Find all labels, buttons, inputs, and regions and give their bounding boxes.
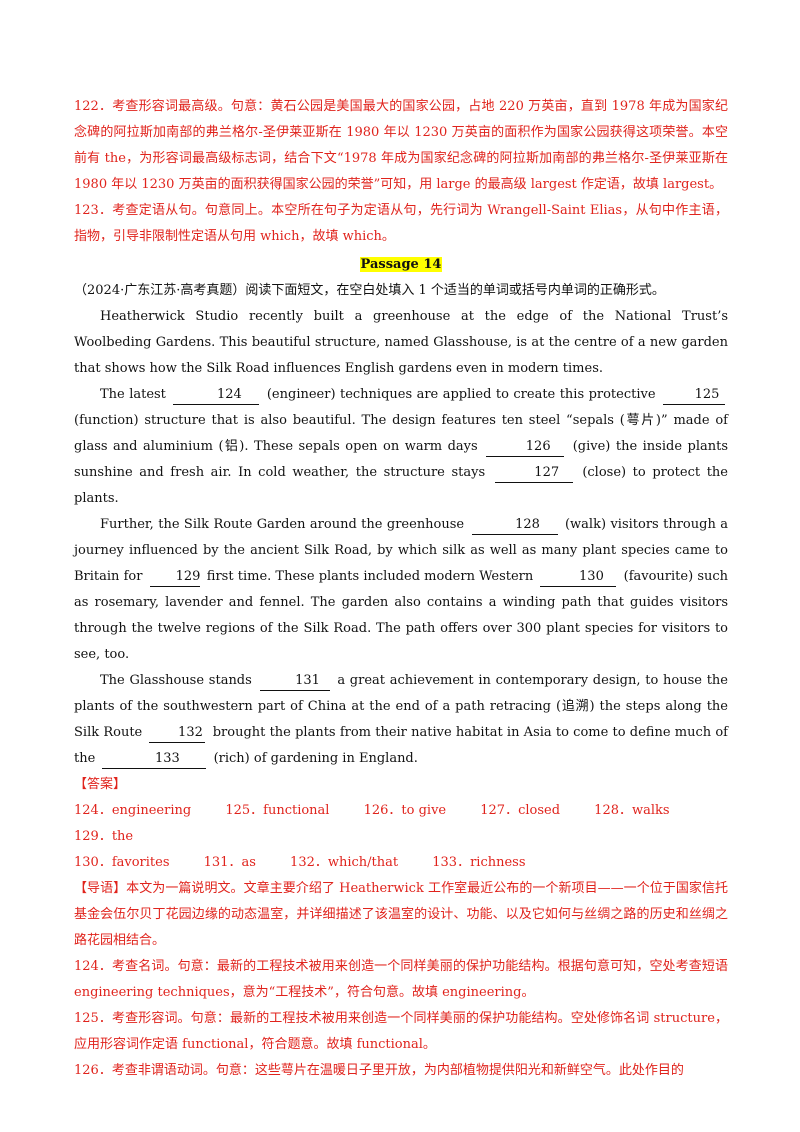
blank-131: 131: [259, 672, 330, 691]
answers-row-2: 130．favorites 131．as 132．which/that 133．…: [74, 850, 728, 876]
passage-title-text: Passage 14: [359, 257, 443, 272]
blank-124: 124: [173, 386, 260, 405]
text-segment: (rich) of gardening in England.: [213, 751, 418, 766]
text-segment: (function) structure that is also beauti…: [74, 413, 728, 454]
explanation-122: 122．考查形容词最高级。句意：黄石公园是美国最大的国家公园，占地 220 万英…: [74, 99, 728, 192]
answer-item: 133．richness: [432, 855, 526, 870]
blank-126: 126: [486, 438, 565, 457]
explanation-126: 126．考查非谓语动词。句意：这些萼片在温暖日子里开放，为内部植物提供阳光和新鲜…: [74, 1063, 684, 1078]
blank-128: 128: [471, 516, 558, 535]
answer-item: 129．the: [74, 829, 134, 844]
text-segment: Further, the Silk Route Garden around th…: [100, 517, 465, 532]
blank-125: 125: [663, 386, 726, 405]
passage-paragraph-3: Further, the Silk Route Garden around th…: [74, 512, 728, 668]
blank-130: 130: [540, 568, 617, 587]
exam-source: （2024·广东江苏·高考真题）阅读下面短文，在空白处填入 1 个适当的单词或括…: [74, 283, 665, 298]
page-content: 122．考查形容词最高级。句意：黄石公园是美国最大的国家公园，占地 220 万英…: [74, 94, 728, 1084]
text-segment: The Glasshouse stands: [100, 673, 252, 688]
guide-summary: 【导语】本文为一篇说明文。文章主要介绍了 Heatherwick 工作室最近公布…: [74, 881, 728, 948]
text-segment: a great achievement in contemporary desi…: [74, 673, 728, 740]
blank-127: 127: [494, 464, 573, 483]
answer-item: 131．as: [203, 855, 256, 870]
passage-title: Passage 14: [74, 252, 728, 278]
text-segment: (walk) visitors through a journey influe…: [74, 517, 728, 584]
answer-item: 132．which/that: [290, 855, 399, 870]
answer-item: 126．to give: [363, 803, 447, 818]
blank-129: 129: [149, 568, 200, 587]
text-segment: (favourite) such as rosemary, lavender a…: [74, 569, 729, 662]
explanation-123: 123．考查定语从句。句意同上。本空所在句子为定语从句，先行词为 Wrangel…: [74, 203, 728, 244]
answer-item: 130．favorites: [74, 855, 170, 870]
explanation-124: 124．考查名词。句意：最新的工程技术被用来创造一个同样美丽的保护功能结构。根据…: [74, 959, 728, 1000]
answers-row-1: 124．engineering 125．functional 126．to gi…: [74, 798, 728, 850]
passage-paragraph-2: The latest 124 (engineer) techniques are…: [74, 382, 728, 512]
answer-item: 124．engineering: [74, 803, 192, 818]
text-segment: The latest: [100, 387, 166, 402]
text-segment: first time. These plants included modern…: [206, 569, 534, 584]
blank-132: 132: [149, 724, 206, 743]
answer-header: 【答案】: [74, 777, 127, 792]
answer-item: 125．functional: [225, 803, 330, 818]
answer-item: 127．closed: [480, 803, 561, 818]
text-segment: (close) to protect the plants.: [74, 465, 728, 506]
text-segment: brought the plants from their native hab…: [74, 725, 728, 766]
answer-item: 128．walks: [594, 803, 670, 818]
text-segment: (engineer) techniques are applied to cre…: [266, 387, 656, 402]
passage-paragraph-4: The Glasshouse stands 131 a great achiev…: [74, 668, 728, 772]
text-segment: (give) the inside plants sunshine and fr…: [74, 439, 728, 480]
passage-paragraph-1: Heatherwick Studio recently built a gree…: [74, 309, 728, 376]
explanation-125: 125．考查形容词。句意：最新的工程技术被用来创造一个同样美丽的保护功能结构。空…: [74, 1011, 728, 1052]
blank-133: 133: [102, 750, 207, 769]
